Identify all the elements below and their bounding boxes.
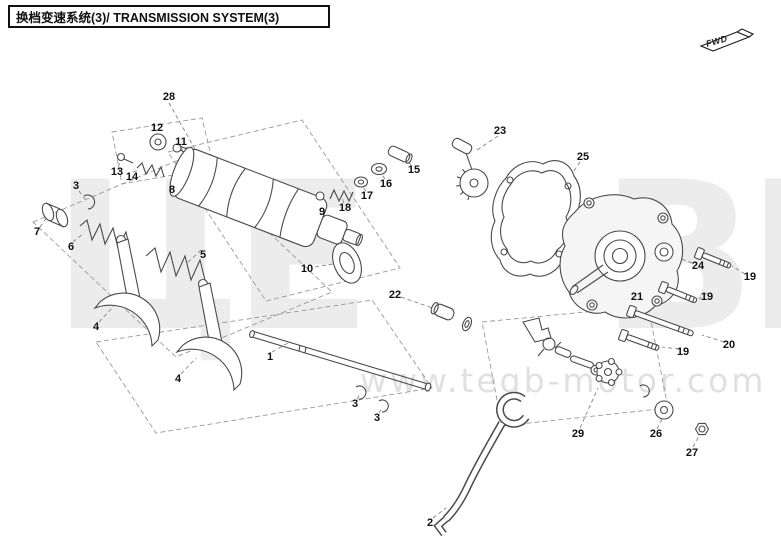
part-shift-fork-a [93,234,161,348]
part-spring-18 [329,188,354,203]
part-shaft-1 [249,329,432,392]
page-title: 换档变速系统(3)/ TRANSMISSION SYSTEM(3) [16,11,280,25]
part-ball-9 [315,191,325,201]
part-gasket-25 [490,160,581,277]
part-cover-21 [559,194,684,319]
part-bolt-19a [693,247,732,269]
part-washer-17 [353,176,369,188]
part-gear-lever-2 [433,391,530,537]
part-shift-fork-b [175,278,243,392]
part-bolt-20 [626,305,694,337]
watermark-url: www.teqb-motor.com [360,361,766,400]
title-box: 换档变速系统(3)/ TRANSMISSION SYSTEM(3) [8,5,330,28]
part-screw-13 [116,152,134,164]
part-nut-27 [694,422,710,436]
part-ratchet-23 [451,137,489,201]
part-pin-15 [387,145,413,164]
part-snap-ring-3b [355,385,367,400]
part-stopper-group-29 [522,317,650,398]
part-washer-12 [149,133,167,151]
fwd-marker: FWD [699,28,755,52]
part-washer-24 [654,242,674,262]
part-collar-7 [41,202,69,228]
parts [41,133,732,537]
part-bearing-10 [332,242,362,284]
part-spring-14 [136,162,165,178]
part-bolt-19b [657,281,698,304]
part-snap-ring-3c [378,399,389,413]
part-washer-16 [370,162,388,176]
part-bushing-22 [430,302,473,332]
construction-boxes [32,117,669,434]
part-shift-drum [169,146,363,248]
part-snap-ring-3a [83,194,96,210]
part-spring-5 [145,246,207,285]
part-bolt-19c [618,329,660,351]
part-washer-26 [654,400,674,420]
